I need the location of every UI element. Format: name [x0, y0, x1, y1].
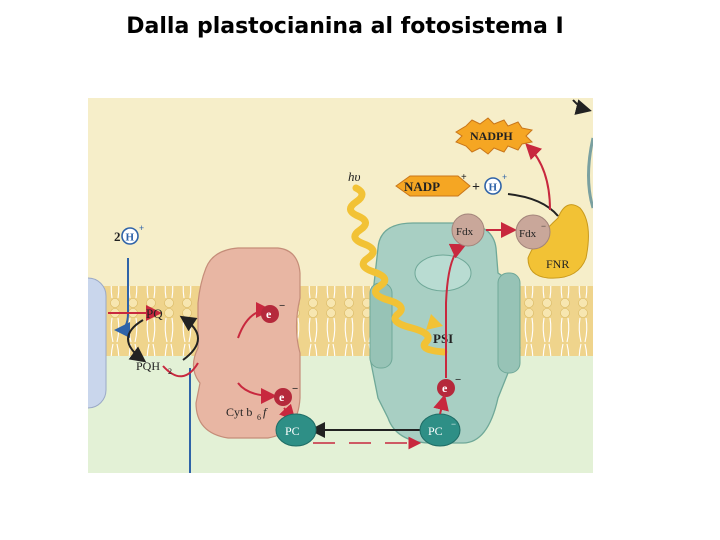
slide-title: Dalla plastocianina al fotosistema I — [126, 14, 564, 39]
light-squiggle — [347, 184, 448, 356]
svg-text:e: e — [442, 381, 448, 395]
two-h-coefficient: 2 — [114, 229, 121, 244]
nadp-badge — [395, 175, 471, 197]
svg-text:e: e — [279, 390, 285, 404]
fnr-to-nadph-arrow — [525, 143, 551, 211]
electron-path-psi — [445, 243, 467, 378]
electron-icon-upper: e − — [261, 300, 285, 323]
svg-text:Fdx: Fdx — [519, 228, 537, 240]
svg-text:−: − — [279, 300, 285, 312]
svg-text:PC: PC — [285, 424, 300, 438]
nadp-label: NADP — [404, 179, 440, 194]
plus-sign: + — [472, 180, 480, 195]
svg-text:−: − — [455, 374, 461, 386]
cyt-b6f-label: Cyt b 6 f — [226, 405, 268, 422]
svg-text:Fdx: Fdx — [456, 226, 474, 238]
svg-text:f: f — [263, 405, 268, 419]
stroma-complex-edge — [587, 137, 593, 209]
psi-subunit — [414, 254, 472, 292]
fdx-reduced-protein: Fdx − — [515, 214, 551, 250]
electron-icon-psi: e − — [437, 374, 461, 397]
stroma-arrow-top-right — [572, 99, 592, 115]
svg-text:−: − — [451, 419, 456, 429]
pqh2-label: PQH — [136, 359, 160, 373]
electron-icon-lower: e − — [274, 383, 298, 406]
nadph-badge — [455, 117, 534, 155]
pc-to-psi-arrow — [433, 394, 449, 415]
pqh2-subscript: 2 — [168, 367, 172, 376]
proton-label-stroma: H — [489, 182, 498, 194]
pq-label: PQ — [146, 306, 163, 321]
nadp-to-fnr-arrow — [507, 193, 559, 217]
fnr-label: FNR — [546, 257, 569, 271]
psi-label: PSI — [433, 331, 453, 346]
pq-cycle-arrow-right — [179, 315, 199, 361]
fdx-protein: Fdx — [451, 213, 485, 247]
svg-text:−: − — [292, 383, 298, 395]
psii-partial — [88, 277, 107, 409]
psi-subunit — [497, 272, 521, 374]
pc-protein: PC — [275, 413, 317, 447]
proton-charge-stroma: + — [502, 172, 507, 182]
electron-path-cyt-lower — [237, 382, 277, 404]
svg-text:PC: PC — [428, 424, 443, 438]
svg-text:Cyt b: Cyt b — [226, 405, 252, 419]
fnr-enzyme — [527, 204, 589, 279]
light-arrowhead — [426, 314, 443, 330]
pc-reduced-protein: PC − — [419, 413, 461, 447]
proton-icon-stroma — [484, 177, 502, 195]
svg-text:−: − — [541, 221, 546, 231]
pq-cycle-arrow-left — [127, 319, 147, 363]
photosynthesis-diagram: 2 H + PQ PQH 2 e − e − Cyt b 6 f PSI hυ … — [88, 98, 593, 473]
proton-charge: + — [139, 223, 144, 233]
proton-label: H — [126, 232, 135, 244]
proton-icon — [121, 227, 139, 245]
svg-text:e: e — [266, 307, 272, 321]
nadp-charge: + — [461, 172, 467, 183]
nadph-label: NADPH — [470, 129, 513, 143]
pqh2-to-cyt-arrow — [162, 362, 199, 378]
hv-label: hυ — [348, 169, 361, 184]
svg-text:6: 6 — [257, 413, 261, 422]
